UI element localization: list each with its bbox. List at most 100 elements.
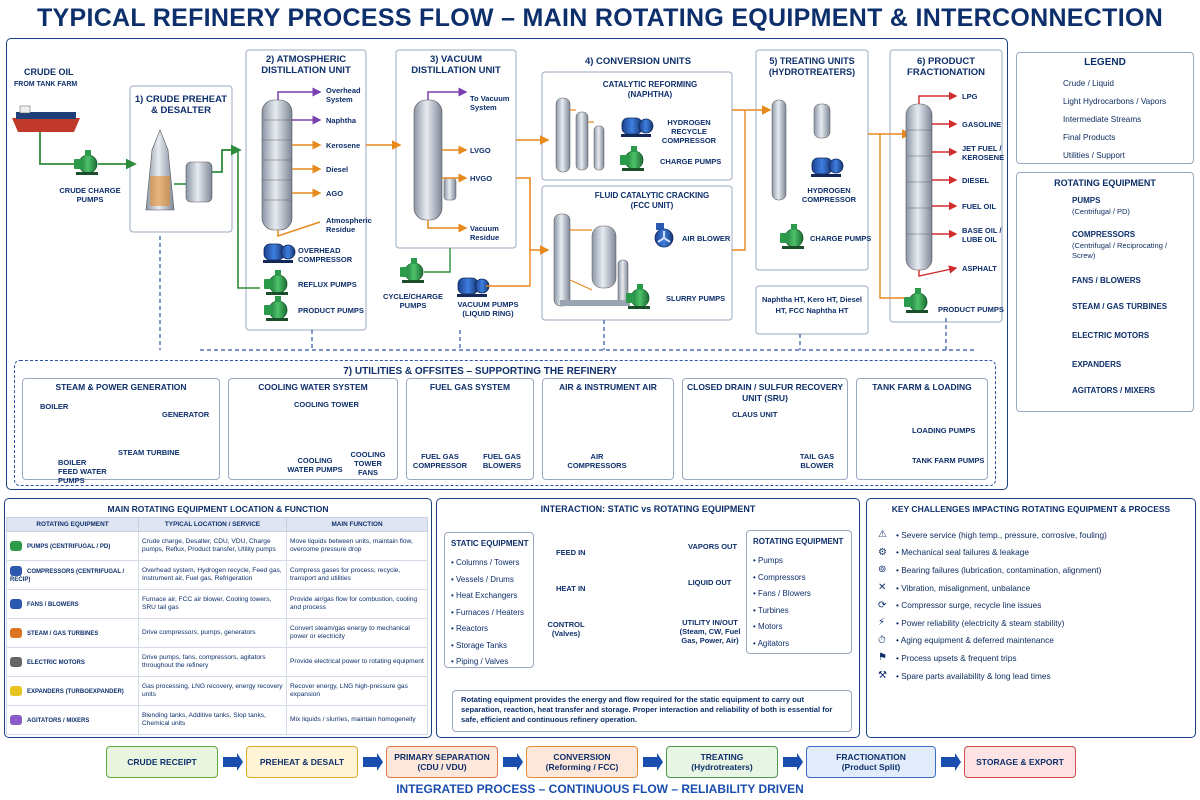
utility-inout-label: UTILITY IN/OUT (Steam, CW, Fuel Gas, Pow… bbox=[679, 618, 741, 645]
heat-in-label: HEAT IN bbox=[556, 584, 586, 593]
challenge-icon: ⚡ bbox=[878, 617, 886, 629]
hydrotreaters-note: Naphtha HT, Kero HT, Diesel HT, FCC Naph… bbox=[761, 295, 863, 315]
adu-stream-overhead: Overhead System bbox=[326, 86, 361, 104]
rotating-legend-title: ROTATING EQUIPMENT bbox=[1054, 178, 1156, 188]
vdu-stream-hvgo: HVGO bbox=[470, 174, 493, 183]
ht-charge-pumps-label: CHARGE PUMPS bbox=[810, 234, 872, 243]
rot-expanders: EXPANDERS bbox=[1072, 360, 1122, 369]
fcc-title: FLUID CATALYTIC CRACKING (FCC UNIT) bbox=[594, 191, 710, 210]
rot-pumps-sub: (Centrifugal / PD) bbox=[1072, 207, 1130, 216]
rotating-item: • Fans / Blowers bbox=[753, 589, 811, 598]
steam-power-title: STEAM & POWER GENERATION bbox=[55, 382, 187, 392]
reforming-charge-pumps-label: CHARGE PUMPS bbox=[660, 157, 722, 166]
slurry-pumps-label: SLURRY PUMPS bbox=[666, 294, 726, 303]
flow-arrow bbox=[363, 753, 383, 771]
flow-arrow bbox=[783, 753, 803, 771]
table-cell-equipment: EXPANDERS (TURBOEXPANDER) bbox=[6, 676, 139, 706]
static-list: • Columns / Towers• Vessels / Drums• Hea… bbox=[451, 555, 524, 671]
legend-items: Crude / Liquid Light Hydrocarbons / Vapo… bbox=[1063, 75, 1166, 165]
vacuum-pumps-label: VACUUM PUMPS (LIQUID RING) bbox=[457, 300, 519, 318]
product-asphalt: ASPHALT bbox=[962, 264, 997, 273]
loading-pumps-label: LOADING PUMPS bbox=[912, 426, 976, 435]
table-header-function: MAIN FUNCTION bbox=[286, 517, 428, 532]
page-title: TYPICAL REFINERY PROCESS FLOW – MAIN ROT… bbox=[36, 4, 1164, 32]
interaction-title: INTERACTION: STATIC vs ROTATING EQUIPMEN… bbox=[540, 504, 756, 514]
challenge-item: ✕• Vibration, misalignment, unbalance bbox=[878, 579, 1190, 597]
tank-farm-pumps-label: TANK FARM PUMPS bbox=[912, 456, 985, 465]
rotating-equipment-box: ROTATING EQUIPMENT • Pumps• Compressors•… bbox=[746, 530, 852, 654]
challenge-text: • Aging equipment & deferred maintenance bbox=[896, 635, 1054, 646]
vdu-stream-lvgo: LVGO bbox=[470, 146, 491, 155]
product-lpg: LPG bbox=[962, 92, 978, 101]
air-title: AIR & INSTRUMENT AIR bbox=[559, 382, 657, 392]
flow-step-sub: (Reforming / FCC) bbox=[545, 762, 619, 772]
section-4-title: 4) CONVERSION UNITS bbox=[584, 56, 692, 67]
adu-stream-kerosene: Kerosene bbox=[326, 141, 361, 150]
flow-step-label: TREATING bbox=[700, 752, 744, 762]
challenge-item: ⟳• Compressor surge, recycle line issues bbox=[878, 596, 1190, 614]
product-gasoline: GASOLINE bbox=[962, 120, 1002, 129]
tank-farm-title: TANK FARM & LOADING bbox=[872, 382, 972, 392]
table-cell-location: Drive pumps, fans, compressors, agitator… bbox=[138, 647, 287, 677]
static-item: • Furnaces / Heaters bbox=[451, 607, 525, 617]
rotating-item: • Compressors bbox=[753, 572, 806, 582]
vdu-stream-vacuum: To Vacuum System bbox=[470, 94, 510, 112]
footer-tagline: INTEGRATED PROCESS – CONTINUOUS FLOW – R… bbox=[396, 782, 804, 796]
challenge-icon: ⊚ bbox=[878, 564, 887, 576]
feed-in-label: FEED IN bbox=[556, 548, 586, 557]
final-product-pumps-label: PRODUCT PUMPS bbox=[938, 305, 1004, 314]
table-cell-location: Overhead system, Hydrogen recycle, Feed … bbox=[138, 560, 287, 590]
flow-step: PREHEAT & DESALT bbox=[246, 746, 358, 778]
rot-fans: FANS / BLOWERS bbox=[1072, 276, 1141, 285]
static-title: STATIC EQUIPMENT bbox=[451, 539, 529, 548]
rotating-item: • Turbines bbox=[753, 605, 789, 615]
ct-fans-label: COOLING TOWER FANS bbox=[350, 450, 386, 477]
cooling-tower-label: COOLING TOWER bbox=[294, 400, 359, 409]
flow-arrow bbox=[643, 753, 663, 771]
challenge-icon: ⚑ bbox=[878, 652, 887, 664]
legend-utilities: Utilities / Support bbox=[1063, 151, 1125, 160]
generator-label: GENERATOR bbox=[162, 410, 210, 419]
rot-compressors: COMPRESSORS bbox=[1072, 230, 1136, 239]
challenge-item: ⏱ • Aging equipment & deferred maintenanc… bbox=[878, 632, 1190, 650]
claus-unit-label: CLAUS UNIT bbox=[732, 410, 778, 419]
equipment-icon bbox=[10, 715, 22, 725]
challenge-icon: ✕ bbox=[878, 582, 887, 594]
bfw-pumps-label: BOILER FEED WATER PUMPS bbox=[58, 458, 107, 485]
equipment-icon bbox=[10, 628, 22, 638]
legend-title: LEGEND bbox=[1084, 57, 1126, 68]
flow-step: CONVERSION(Reforming / FCC) bbox=[526, 746, 638, 778]
table-cell-function: Recover energy, LNG high-pressure gas ex… bbox=[286, 676, 428, 706]
challenge-icon: ⚠ bbox=[878, 529, 887, 541]
fuel-gas-title: FUEL GAS SYSTEM bbox=[429, 382, 511, 392]
section-5-title: 5) TREATING UNITS (HYDROTREATERS) bbox=[768, 56, 856, 77]
reflux-pumps-label: REFLUX PUMPS bbox=[298, 280, 357, 289]
challenge-text: • Bearing failures (lubrication, contami… bbox=[896, 564, 1102, 575]
equipment-name: COMPRESSORS (CENTRIFUGAL / RECIP) bbox=[10, 568, 125, 583]
cooling-water-box bbox=[228, 378, 398, 480]
equipment-name: AGITATORS / MIXERS bbox=[27, 717, 90, 724]
flow-step: TREATING(Hydrotreaters) bbox=[666, 746, 778, 778]
challenge-icon: ⚒ bbox=[878, 670, 887, 682]
challenge-icon: ⏱ bbox=[878, 634, 886, 646]
table-header-equipment: ROTATING EQUIPMENT bbox=[6, 517, 139, 532]
product-jet-fuel: JET FUEL / KEROSENE bbox=[962, 144, 1005, 162]
equipment-name: EXPANDERS (TURBOEXPANDER) bbox=[27, 688, 124, 695]
flow-arrow bbox=[223, 753, 243, 771]
crude-charge-pumps-label: CRUDE CHARGE PUMPS bbox=[59, 186, 121, 204]
table-cell-function: Compress gases for process, recycle, tra… bbox=[286, 560, 428, 590]
equipment-icon bbox=[10, 686, 22, 696]
overhead-compressor-label: OVERHEAD COMPRESSOR bbox=[298, 246, 353, 264]
rot-turbines: STEAM / GAS TURBINES bbox=[1072, 302, 1168, 311]
fuel-gas-box bbox=[406, 378, 534, 480]
challenge-text: • Mechanical seal failures & leakage bbox=[896, 547, 1029, 558]
legend-intermediate: Intermediate Streams bbox=[1063, 115, 1142, 124]
table-cell-function: Provide electrical power to rotating equ… bbox=[286, 647, 428, 677]
challenge-text: • Compressor surge, recycle line issues bbox=[896, 600, 1042, 611]
flow-step-label: CRUDE RECEIPT bbox=[127, 757, 197, 767]
table-row: EXPANDERS (TURBOEXPANDER)Gas processing,… bbox=[6, 676, 428, 706]
rot-pumps: PUMPS bbox=[1072, 196, 1101, 205]
